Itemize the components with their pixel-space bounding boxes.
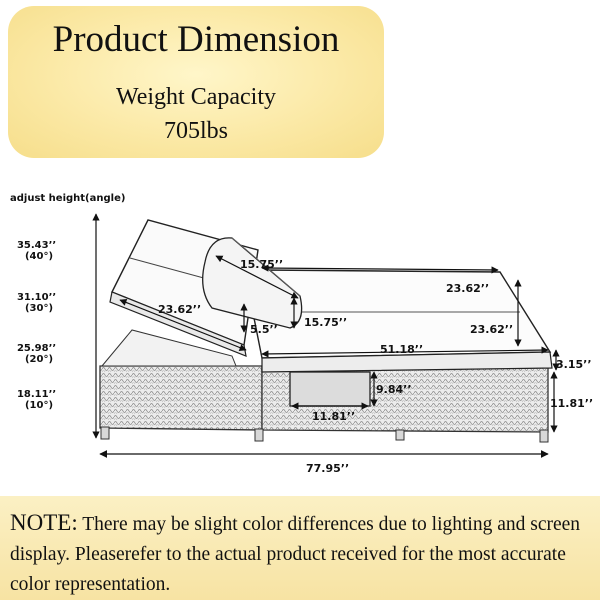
frame-height-label: 11.81’’ bbox=[550, 397, 594, 410]
handle-width-label: 11.81’’ bbox=[312, 410, 356, 423]
adjust-row-40: 35.43’’ (40°) bbox=[10, 229, 56, 262]
note-panel bbox=[0, 496, 600, 600]
adjust-height-value: 31.10’’ bbox=[16, 292, 57, 303]
adjust-height-value: 35.43’’ bbox=[16, 240, 57, 251]
header-panel: Product Dimension Weight Capacity 705lbs bbox=[8, 6, 384, 158]
pillow-width-arrow bbox=[215, 255, 299, 299]
adjust-row-20: 25.98’’ (20°) bbox=[10, 332, 56, 365]
total-length-label: 77.95’’ bbox=[306, 462, 350, 475]
cushion-thickness-label: 3.15’’ bbox=[556, 358, 592, 371]
adjust-height-value: 18.11’’ bbox=[16, 389, 57, 400]
seat-width-side-label: 23.62’’ bbox=[470, 323, 514, 336]
adjust-height-value: 25.98’’ bbox=[16, 343, 57, 354]
adjust-angle-value: (10°) bbox=[24, 400, 54, 411]
seat-length-label: 51.18’’ bbox=[380, 343, 424, 356]
adjust-height-title: adjust height(angle) bbox=[10, 193, 126, 204]
weight-capacity-label: Weight Capacity bbox=[115, 84, 277, 110]
adjust-angle-value: (40°) bbox=[24, 251, 54, 262]
adjust-row-30: 31.10’’ (30°) bbox=[10, 281, 56, 314]
handle-height-label: 9.84’’ bbox=[376, 383, 412, 396]
pillow-width-label: 15.75’’ bbox=[240, 258, 284, 271]
back-length-label: 23.62’’ bbox=[158, 303, 202, 316]
weight-capacity-value: 705lbs bbox=[163, 118, 228, 144]
leg bbox=[254, 428, 264, 442]
note-lead: NOTE: bbox=[10, 510, 78, 535]
page-title: Product Dimension bbox=[52, 19, 340, 60]
note-body: There may be slight color differences du… bbox=[10, 514, 581, 595]
adjust-angle-value: (20°) bbox=[24, 354, 54, 365]
note-text-block: NOTE: There may be slight color differen… bbox=[10, 508, 594, 600]
seat-width-top-arrow bbox=[261, 264, 499, 274]
pillow-length-label: 15.75’’ bbox=[304, 316, 348, 329]
adjust-angle-value: (30°) bbox=[24, 303, 54, 314]
leg bbox=[395, 429, 405, 441]
leg bbox=[100, 426, 110, 440]
side-handle bbox=[289, 371, 371, 407]
adjust-row-10: 18.11’’ (10°) bbox=[10, 378, 56, 411]
pillow-height-label: 5.5’’ bbox=[250, 323, 278, 336]
back-length-arrow bbox=[119, 299, 247, 351]
seat-width-top-label: 23.62’’ bbox=[446, 282, 490, 295]
seat-length-arrow bbox=[261, 346, 549, 358]
leg bbox=[539, 429, 549, 443]
base-left-wicker bbox=[99, 365, 263, 431]
